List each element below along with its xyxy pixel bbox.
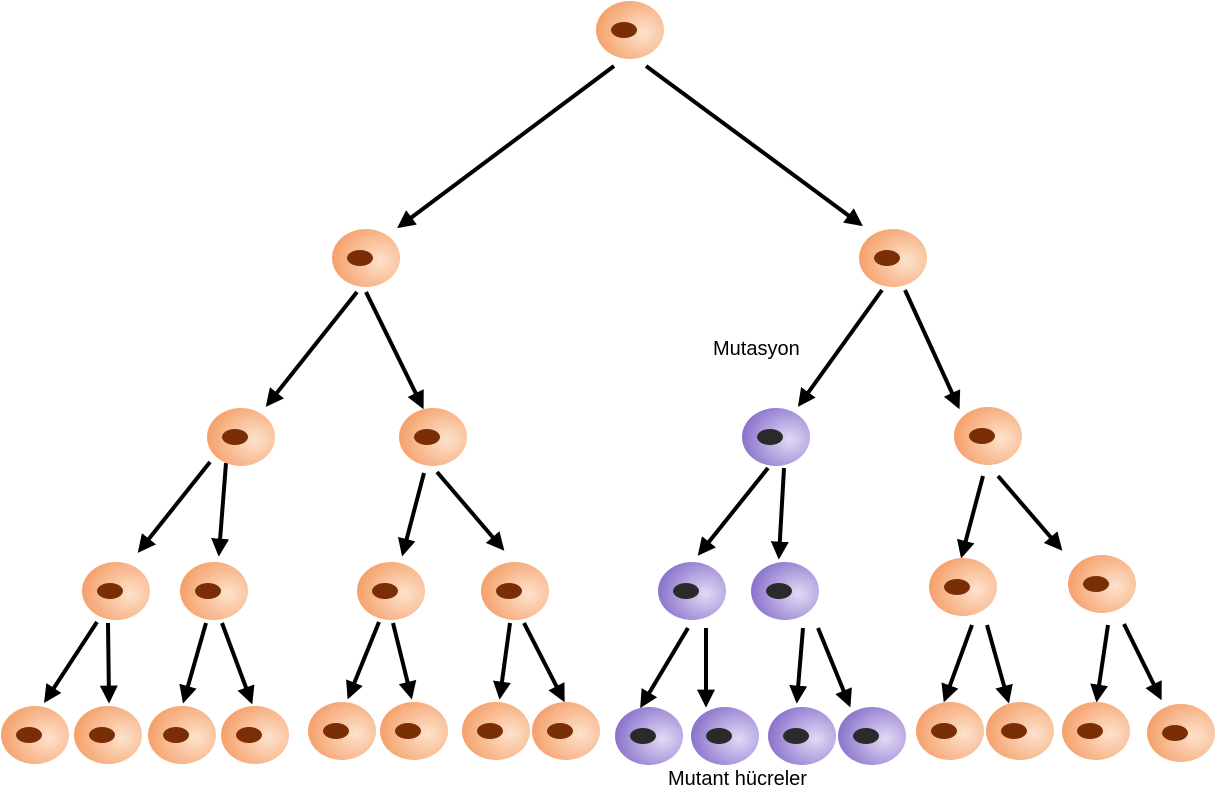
- division-arrow: [941, 624, 974, 703]
- normal-cell: [180, 562, 248, 620]
- cell-nucleus: [1083, 576, 1109, 592]
- cell-nucleus: [414, 429, 440, 445]
- cell-nucleus: [16, 727, 42, 743]
- mutant-cell: [751, 562, 819, 620]
- division-arrow: [985, 624, 1013, 704]
- mutant-cell: [768, 707, 836, 765]
- division-arrow: [789, 627, 808, 704]
- division-arrow: [640, 626, 690, 709]
- division-arrow: [493, 622, 512, 700]
- division-arrow: [1122, 623, 1162, 701]
- division-arrow: [137, 460, 212, 553]
- normal-cell: [221, 706, 289, 764]
- division-arrow: [770, 467, 789, 560]
- cell-nucleus: [706, 728, 732, 744]
- normal-cell: [82, 562, 150, 620]
- mutant-cells-label: Mutant hücreler: [668, 768, 807, 790]
- cell-nucleus: [783, 728, 809, 744]
- mutant-cell: [615, 707, 683, 765]
- division-arrow: [220, 622, 255, 705]
- mutation-label: Mutasyon: [713, 338, 800, 360]
- cell-nucleus: [1001, 723, 1027, 739]
- division-arrow: [265, 290, 359, 407]
- cell-nucleus: [630, 728, 656, 744]
- cell-nucleus: [97, 583, 123, 599]
- cell-nucleus: [969, 428, 995, 444]
- cell-nucleus: [395, 723, 421, 739]
- cell-nucleus: [163, 727, 189, 743]
- cell-nucleus: [944, 579, 970, 595]
- cell-nucleus: [853, 728, 879, 744]
- normal-cell: [74, 706, 142, 764]
- cell-nucleus: [89, 727, 115, 743]
- mutant-cell: [742, 408, 810, 466]
- cell-nucleus: [372, 583, 398, 599]
- normal-cell: [1062, 702, 1130, 760]
- division-arrow: [697, 466, 770, 556]
- division-arrow: [99, 622, 118, 704]
- cell-nucleus: [477, 723, 503, 739]
- division-arrow: [644, 64, 863, 227]
- cell-nucleus: [673, 583, 699, 599]
- normal-cell: [308, 702, 376, 760]
- division-arrow: [797, 288, 884, 407]
- division-arrow: [364, 291, 424, 410]
- mutant-cell: [691, 707, 759, 765]
- cell-nucleus: [236, 727, 262, 743]
- normal-cell: [1147, 704, 1215, 762]
- cell-nucleus: [323, 723, 349, 739]
- cell-nucleus: [931, 723, 957, 739]
- normal-cell: [357, 562, 425, 620]
- cell-nucleus: [1077, 723, 1103, 739]
- normal-cell: [986, 702, 1054, 760]
- division-arrow: [903, 289, 961, 410]
- division-arrow: [391, 622, 417, 700]
- division-arrow: [346, 621, 381, 700]
- normal-cell: [332, 229, 400, 287]
- normal-cell: [916, 702, 984, 760]
- normal-cell: [399, 408, 467, 466]
- division-arrow: [179, 622, 208, 704]
- division-arrow: [522, 622, 565, 703]
- cells-layer: [1, 1, 1215, 765]
- division-arrow: [1090, 624, 1110, 703]
- arrows-layer: [44, 64, 1162, 709]
- cell-nucleus: [766, 583, 792, 599]
- normal-cell: [462, 702, 530, 760]
- normal-cell: [596, 1, 664, 59]
- cell-nucleus: [1162, 725, 1188, 741]
- cell-nucleus: [757, 429, 783, 445]
- normal-cell: [1068, 555, 1136, 613]
- division-arrow: [44, 620, 99, 704]
- cell-nucleus: [496, 583, 522, 599]
- division-arrow: [816, 627, 852, 708]
- division-arrow: [435, 470, 505, 551]
- division-arrow: [397, 472, 426, 557]
- normal-cell: [1, 706, 69, 764]
- division-arrow: [211, 462, 230, 557]
- normal-cell: [929, 558, 997, 616]
- mutant-cell: [658, 562, 726, 620]
- normal-cell: [380, 702, 448, 760]
- cell-nucleus: [611, 22, 637, 38]
- normal-cell: [207, 408, 275, 466]
- division-arrow: [397, 64, 616, 229]
- cell-nucleus: [874, 250, 900, 266]
- normal-cell: [532, 702, 600, 760]
- normal-cell: [954, 407, 1022, 465]
- cell-nucleus: [347, 250, 373, 266]
- cell-nucleus: [222, 429, 248, 445]
- cell-nucleus: [547, 723, 573, 739]
- normal-cell: [859, 229, 927, 287]
- normal-cell: [481, 562, 549, 620]
- mutant-cell: [838, 707, 906, 765]
- normal-cell: [148, 706, 216, 764]
- division-arrow: [996, 474, 1063, 551]
- division-arrow: [957, 475, 985, 559]
- cell-nucleus: [195, 583, 221, 599]
